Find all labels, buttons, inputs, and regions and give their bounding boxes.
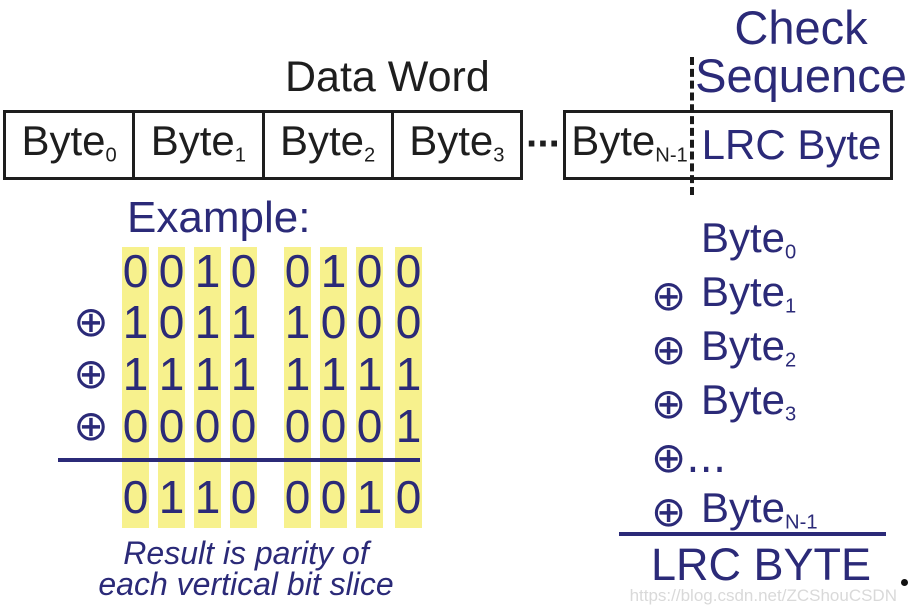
xor-icon: ⊕	[651, 487, 687, 536]
equation-byte-term: Byte0	[701, 214, 797, 264]
equation-row-3: ⊕ Byte3	[619, 377, 796, 431]
xor-row-1-bit-4: 1	[284, 296, 311, 348]
bit-slice-highlight-2	[194, 247, 221, 528]
xor-row-0-bit-4: 0	[284, 245, 311, 297]
byte-cell-0: Byte0	[21, 117, 117, 167]
example-sum-line	[58, 458, 420, 462]
xor-row-3-bit-4: 0	[284, 400, 311, 452]
xor-row-3-bit-0: 0	[122, 400, 149, 452]
result-row-bit-4: 0	[284, 471, 311, 523]
xor-row-0-bit-1: 0	[158, 245, 185, 297]
check-sequence-title: Check Sequence	[676, 4, 913, 100]
xor-row-3-bit-1: 0	[158, 400, 185, 452]
xor-row-3-bit-7: 1	[395, 400, 422, 452]
last-byte-lrc-box: ByteN-1 LRC Byte	[563, 110, 893, 180]
bit-slice-highlight-6	[356, 247, 383, 528]
result-row-bit-6: 1	[356, 471, 383, 523]
result-row-bit-0: 0	[122, 471, 149, 523]
equation-row-4: ⊕...	[619, 431, 727, 485]
xor-row-2-bit-0: 1	[122, 348, 149, 400]
xor-icon: ⊕...	[651, 433, 727, 482]
equation-row-5: ⊕ ByteN-1	[619, 485, 818, 539]
byte-n-1-cell: ByteN-1	[566, 113, 693, 177]
data-word-title: Data Word	[285, 53, 490, 101]
equation-byte-term: Byte2	[701, 322, 797, 372]
xor-row-0-bit-5: 1	[320, 245, 347, 297]
xor-row-1-bit-2: 1	[194, 296, 221, 348]
xor-row-1-bit-3: 1	[230, 296, 257, 348]
xor-row-1-bit-5: 0	[320, 296, 347, 348]
bit-slice-highlight-0	[122, 247, 149, 528]
xor-row-1-bit-0: 1	[122, 296, 149, 348]
xor-row-0-bit-3: 0	[230, 245, 257, 297]
xor-icon: ⊕	[73, 297, 109, 346]
bit-slice-highlight-1	[158, 247, 185, 528]
watermark-text: https://blog.csdn.net/ZCShouCSDN	[629, 586, 897, 605]
xor-row-2-bit-3: 1	[230, 348, 257, 400]
byte-cell-2: Byte2	[261, 113, 391, 177]
lrc-byte-cell: LRC Byte	[693, 113, 890, 177]
byte-cell-3: Byte3	[390, 113, 520, 177]
xor-row-2-bit-2: 1	[194, 348, 221, 400]
equation-row-0: Byte0	[619, 215, 796, 269]
check-sequence-title-line1: Check	[734, 1, 868, 54]
xor-row-2-bit-1: 1	[158, 348, 185, 400]
xor-icon: ⊕	[651, 379, 687, 428]
example-title: Example:	[127, 193, 311, 242]
check-sequence-divider-dashed-line	[690, 57, 694, 195]
byte-cell-1: Byte1	[132, 113, 261, 177]
equation-row-2: ⊕ Byte2	[619, 323, 796, 377]
equation-byte-term: ByteN-1	[701, 484, 818, 534]
equation-byte-term: Byte1	[701, 268, 797, 318]
xor-icon: ⊕	[73, 401, 109, 450]
result-row-bit-1: 1	[158, 471, 185, 523]
xor-row-3-bit-5: 0	[320, 400, 347, 452]
bit-slice-highlight-3	[230, 247, 257, 528]
xor-row-3-bit-6: 0	[356, 400, 383, 452]
xor-row-1-bit-1: 0	[158, 296, 185, 348]
xor-row-1-bit-7: 0	[395, 296, 422, 348]
xor-row-0-bit-6: 0	[356, 245, 383, 297]
bit-slice-highlight-4	[284, 247, 311, 528]
xor-icon: ⊕	[651, 325, 687, 374]
lrc-result-label: LRC BYTE	[651, 539, 872, 590]
check-sequence-title-line2: Sequence	[695, 49, 907, 102]
byte-n-1-label: ByteN-1	[571, 117, 688, 167]
xor-row-0-bit-2: 1	[194, 245, 221, 297]
result-row-bit-5: 0	[320, 471, 347, 523]
example-caption-line2: each vertical bit slice	[98, 566, 394, 602]
stray-dot	[901, 579, 908, 586]
result-row-bit-7: 0	[395, 471, 422, 523]
example-caption-line1: Result is parity of	[123, 535, 369, 571]
xor-row-3-bit-2: 0	[194, 400, 221, 452]
result-row-bit-3: 0	[230, 471, 257, 523]
ellipsis-dots: ···	[526, 122, 562, 166]
lrc-byte-label: LRC Byte	[701, 121, 882, 168]
xor-row-3-bit-3: 0	[230, 400, 257, 452]
xor-row-2-bit-6: 1	[356, 348, 383, 400]
bit-slice-highlight-5	[320, 247, 347, 528]
equation-byte-term: Byte3	[701, 376, 797, 426]
result-row-bit-2: 1	[194, 471, 221, 523]
xor-row-2-bit-7: 1	[395, 348, 422, 400]
xor-icon: ⊕	[651, 271, 687, 320]
bit-slice-highlight-7	[395, 247, 422, 528]
xor-row-0-bit-7: 0	[395, 245, 422, 297]
xor-row-1-bit-6: 0	[356, 296, 383, 348]
xor-row-2-bit-4: 1	[284, 348, 311, 400]
equation-row-1: ⊕ Byte1	[619, 269, 796, 323]
equation-sum-line	[619, 532, 886, 536]
xor-icon: ⊕	[73, 349, 109, 398]
example-caption: Result is parity of each vertical bit sl…	[66, 535, 426, 602]
xor-row-2-bit-5: 1	[320, 348, 347, 400]
xor-row-0-bit-0: 0	[122, 245, 149, 297]
